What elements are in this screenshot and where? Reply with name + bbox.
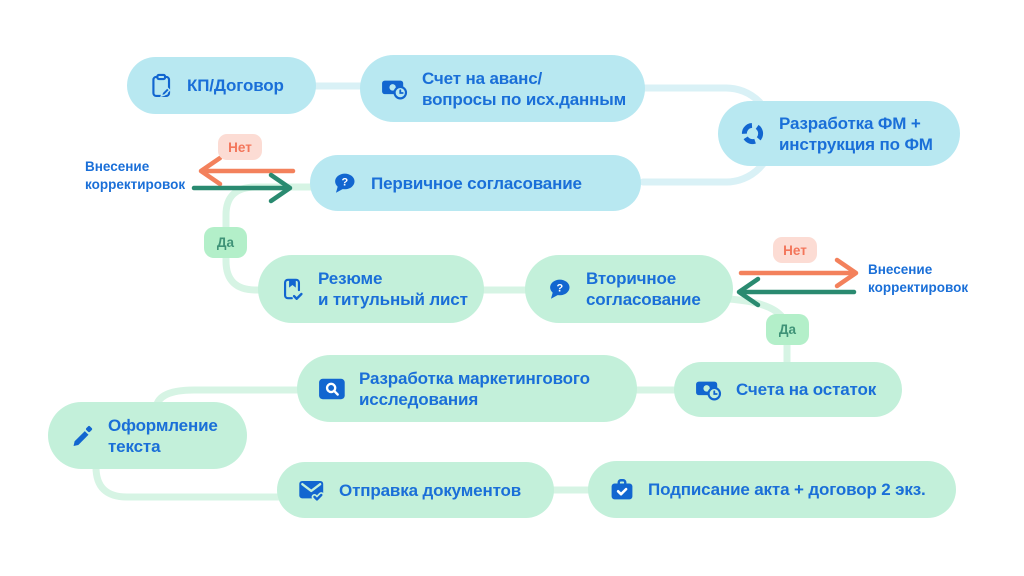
badge-yes-left: Да (204, 227, 247, 258)
question-bubble-icon: ? (331, 171, 358, 196)
node-label: Подписание акта + договор 2 экз. (648, 480, 926, 499)
money-clock-icon (695, 377, 723, 403)
badge-yes-right: Да (766, 314, 809, 345)
node-label: Счета на остаток (736, 380, 877, 399)
node-marketing-research: Разработка маркетингового исследования (297, 355, 637, 422)
connector-text-to-sending (92, 463, 284, 501)
clipboard-edit-icon (148, 73, 174, 99)
no-arrow-right (738, 257, 859, 289)
money-clock-icon (381, 76, 409, 102)
node-document-sending: Отправка документов (277, 462, 554, 518)
node-label: Счет на аванс/ вопросы по исх.данным (422, 68, 627, 109)
donut-chart-icon (739, 120, 766, 147)
briefcase-check-icon (609, 477, 635, 503)
question-bubble-icon: ? (546, 277, 573, 302)
return-arrow-right (736, 276, 857, 308)
node-label: Резюме и титульный лист (318, 269, 468, 309)
node-primary-approval: ? Первичное согласование (310, 155, 641, 211)
node-label: Разработка ФМ + инструкция по ФМ (779, 113, 933, 154)
node-label: Отправка документов (339, 480, 522, 500)
node-text-formatting: Оформление текста (48, 402, 247, 469)
node-label: Разработка маркетингового исследования (359, 368, 590, 409)
mail-check-icon (298, 477, 326, 503)
corrections-label-left: Внесение корректировок (85, 159, 186, 192)
node-secondary-approval: ? Вторичное согласование (525, 255, 733, 323)
badge-no-left: Нет (218, 134, 262, 160)
corrections-label-right: Внесение корректировок (868, 262, 969, 295)
badge-no-right: Нет (773, 237, 817, 263)
node-label: Вторичное согласование (586, 269, 701, 309)
node-advance-invoice: Счет на аванс/ вопросы по исх.данным (360, 55, 645, 122)
svg-text:?: ? (341, 176, 348, 188)
no-arrow-left (198, 155, 296, 187)
node-fm-development: Разработка ФМ + инструкция по ФМ (718, 101, 960, 166)
node-act-signing: Подписание акта + договор 2 экз. (588, 461, 956, 518)
search-icon (318, 377, 346, 401)
pencil-icon (69, 423, 95, 449)
node-kp-dogovor: КП/Договор (127, 57, 316, 114)
node-label: Оформление текста (108, 415, 218, 456)
return-arrow-left (191, 172, 293, 204)
node-label: КП/Договор (187, 76, 284, 95)
book-check-icon (279, 276, 305, 302)
node-label: Первичное согласование (371, 173, 582, 193)
node-resume-title-page: Резюме и титульный лист (258, 255, 484, 323)
node-balance-invoices: Счета на остаток (674, 362, 902, 417)
svg-text:?: ? (556, 282, 563, 294)
